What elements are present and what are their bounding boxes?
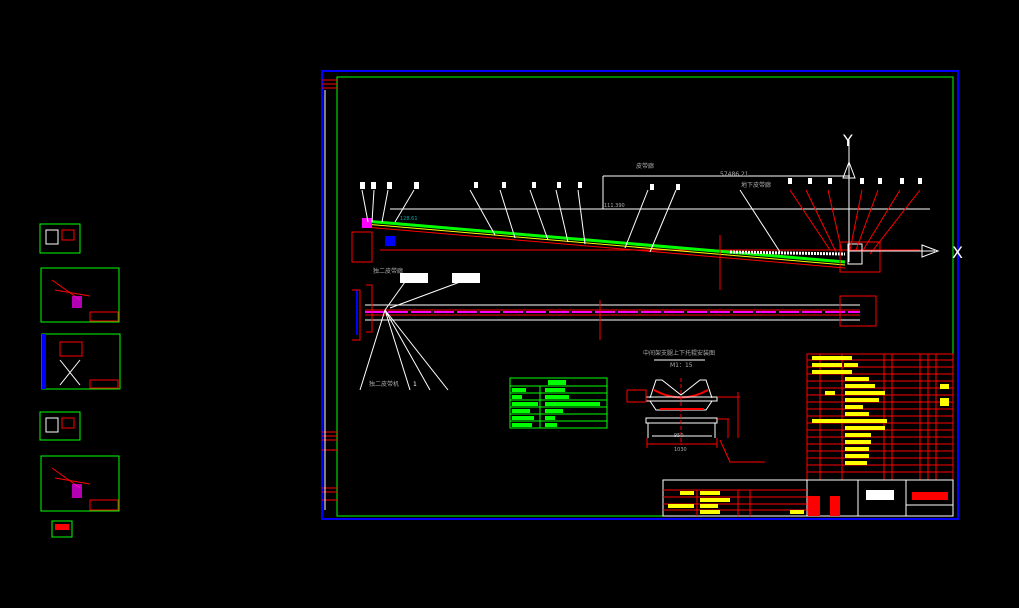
frame-outer — [321, 70, 959, 520]
underground-gallery-label: 地下皮带廊 — [741, 181, 771, 189]
callout-one: 1 — [413, 381, 417, 388]
inner-width-dimension: 950 — [674, 433, 684, 439]
margin-strip — [322, 79, 337, 501]
annotation-block — [400, 273, 428, 283]
title-block — [662, 479, 954, 517]
callout-bubbles — [360, 178, 922, 190]
gallery-two-label: 独二皮带廊 — [373, 267, 403, 275]
thumbnail-4[interactable] — [39, 411, 81, 441]
spec-table-text — [512, 380, 600, 427]
annotation-block — [452, 273, 480, 283]
belt-gallery-label: 皮带廊 — [636, 162, 654, 170]
outer-width-dimension: 1030 — [674, 447, 687, 453]
callout-leaders-red — [789, 189, 921, 255]
elevation-top: 111.390 — [604, 203, 625, 209]
idler-drawing — [626, 378, 765, 463]
axis-x-label: X — [952, 243, 963, 262]
elevation-left: 128.61 — [400, 216, 418, 222]
spec-table — [509, 377, 608, 429]
total-length-dimension: 57486.21 — [720, 171, 749, 178]
thumbnail-6[interactable] — [51, 520, 73, 538]
axis-y-label: Y — [842, 131, 853, 150]
thumbnail-1[interactable] — [39, 223, 81, 254]
thumbnail-2[interactable] — [40, 267, 120, 323]
detail-title: 中间架支腿上下托辊安装图 — [643, 349, 715, 357]
callout-leaders — [361, 189, 781, 253]
parts-list — [806, 353, 954, 481]
thumbnail-3[interactable] — [41, 333, 121, 390]
elevation-view — [351, 175, 930, 290]
conveyor-two-label: 独二皮带机 — [369, 380, 399, 388]
thumbnail-sheets[interactable] — [39, 223, 121, 538]
plan-view — [352, 281, 877, 391]
ucs-axes-icon — [842, 140, 940, 262]
thumbnail-5[interactable] — [40, 455, 120, 512]
frame-inner — [336, 76, 954, 517]
detail-scale: M1：15 — [670, 362, 693, 369]
